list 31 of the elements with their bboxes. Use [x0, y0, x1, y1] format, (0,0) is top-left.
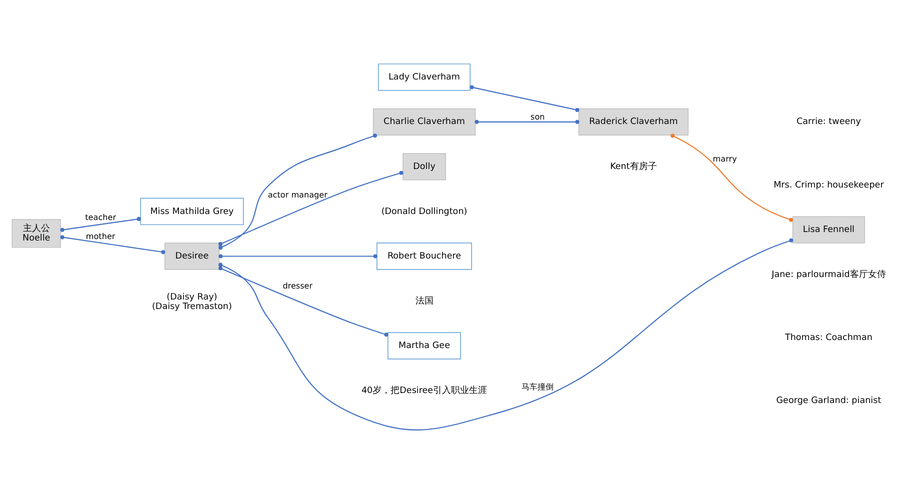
node-box: Lady Claverham — [378, 63, 471, 90]
label: George Garland: pianist — [776, 396, 882, 406]
connector — [60, 216, 141, 232]
connector — [670, 133, 794, 222]
connector — [474, 119, 580, 124]
node-box: Charlie Claverham — [372, 108, 476, 135]
label: Thomas: Coachman — [784, 332, 872, 342]
connector — [218, 266, 388, 336]
node-label: (Daisy Tremaston) — [152, 301, 232, 312]
node-label: (Daisy Ray) — [166, 292, 218, 302]
node-label: Kent有房子 — [610, 161, 657, 172]
connector — [218, 133, 377, 250]
connector — [218, 254, 378, 258]
node-label: 40岁，把Desiree引入职业生涯 — [361, 385, 488, 396]
connector — [218, 238, 794, 430]
connector — [60, 234, 166, 254]
label: Carrie: tweeny — [796, 116, 861, 127]
connector — [470, 84, 580, 112]
label: Jane: parlourmaid客厅女侍 — [772, 269, 886, 280]
node-box: Dolly — [402, 152, 446, 180]
node-box: Lisa Fennell — [792, 216, 866, 243]
node-box: 主人公 Noelle — [12, 218, 61, 248]
node-label: (Donald Dollington) — [381, 206, 468, 216]
node-label: 法国 — [415, 296, 434, 306]
label: Mrs. Crimp: housekeeper — [774, 180, 884, 190]
node-box: Martha Gee — [388, 332, 461, 359]
node-box: Miss Mathilda Grey — [140, 197, 244, 225]
node-box: Desiree — [164, 242, 220, 270]
node-box: Raderick Claverham — [578, 108, 689, 135]
connector — [218, 170, 404, 246]
node-box: Robert Bouchere — [376, 242, 472, 270]
